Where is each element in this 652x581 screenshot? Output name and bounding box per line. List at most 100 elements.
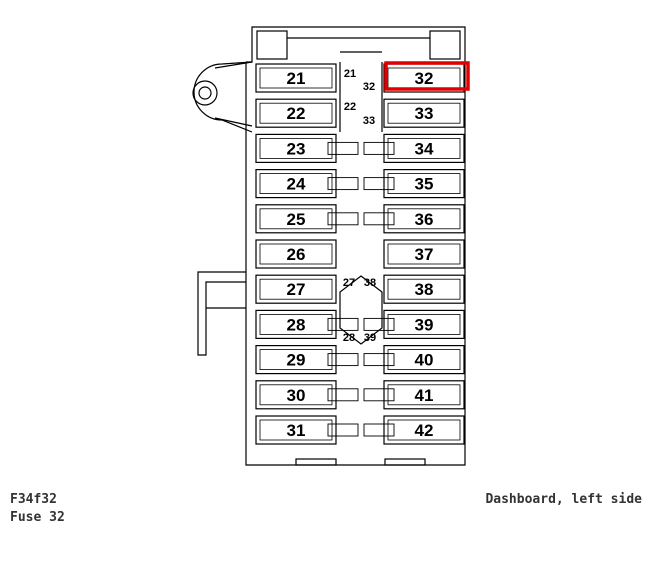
fuse-31: 31: [255, 415, 359, 445]
fuse-34-body: [383, 133, 465, 163]
centre-label-27: 27: [343, 277, 355, 289]
fuse-25: 25: [255, 204, 359, 234]
fuse-28: 28: [255, 309, 359, 339]
fuse-40-body: [383, 345, 465, 375]
fuse-21-inner: [259, 67, 333, 89]
centre-label-22: 22: [344, 101, 356, 113]
fuse-35: 35: [363, 169, 465, 199]
fuse-27-body: [255, 274, 337, 304]
fuse-36-inner: [387, 208, 461, 230]
fuse-40-inner: [387, 349, 461, 371]
fuse-24-body: [255, 169, 337, 199]
fuse-22: 22: [255, 98, 337, 128]
fuse-26-label: 26: [287, 245, 306, 264]
fuse-36-body: [383, 204, 465, 234]
fuse-29-body: [255, 345, 337, 375]
fuse-28-clip: [327, 317, 359, 331]
fuse-23-inner: [259, 137, 333, 159]
fuse-code-label: F34f32: [10, 492, 57, 507]
fuse-35-label: 35: [415, 175, 434, 194]
fuse-34: 34: [363, 133, 465, 163]
fuse-30-body: [255, 380, 337, 410]
fuse-29-clip: [327, 353, 359, 367]
fuse-36-clip: [363, 212, 395, 226]
fuse-29-inner: [259, 349, 333, 371]
centre-label-32: 32: [363, 81, 375, 93]
fuse-35-body: [383, 169, 465, 199]
fuse-36: 36: [363, 204, 465, 234]
fuse-23-label: 23: [287, 139, 306, 158]
fuse-22-body: [255, 98, 337, 128]
centre-label-21: 21: [344, 68, 356, 80]
fuse-21-body: [255, 63, 337, 93]
fuse-30-label: 30: [287, 386, 306, 405]
fuse-21: 21: [255, 63, 337, 93]
fuse-23: 23: [255, 133, 359, 163]
fuse-38-label: 38: [415, 280, 434, 299]
fuse-34-label: 34: [415, 139, 434, 158]
fuse-box-outline: [192, 26, 466, 466]
fuse-40-clip: [363, 353, 395, 367]
fuse-41-body: [383, 380, 465, 410]
fuse-33: 33: [383, 98, 465, 128]
fuse-33-inner: [387, 102, 461, 124]
fuse-30-inner: [259, 384, 333, 406]
fuse-34-clip: [363, 141, 395, 155]
fuse-42-clip: [363, 423, 395, 437]
fuse-41-label: 41: [415, 386, 434, 405]
fuse-26-body: [255, 239, 337, 269]
fuse-42-label: 42: [415, 421, 434, 440]
fuse-38-body: [383, 274, 465, 304]
fuse-28-inner: [259, 313, 333, 335]
fuse-42-inner: [387, 419, 461, 441]
fuse-23-clip: [327, 141, 359, 155]
fuse-24-inner: [259, 173, 333, 195]
fuse-37: 37: [383, 239, 465, 269]
fuse-28-body: [255, 309, 337, 339]
fuse-39-inner: [387, 313, 461, 335]
fuse-22-label: 22: [287, 104, 306, 123]
fuse-41: 41: [363, 380, 465, 410]
fuse-29: 29: [255, 345, 359, 375]
fuse-32-label: 32: [415, 69, 434, 88]
centre-label-28: 28: [343, 332, 355, 344]
fuse-37-inner: [387, 243, 461, 265]
fuse-33-label: 33: [415, 104, 434, 123]
fuse-layer: 2122232425262728293031323334353637383940…: [255, 61, 470, 445]
fuse-38-inner: [387, 278, 461, 300]
fuse-23-body: [255, 133, 337, 163]
fuse-42-body: [383, 415, 465, 445]
fuse-26-inner: [259, 243, 333, 265]
fuse-41-clip: [363, 388, 395, 402]
fuse-28-label: 28: [287, 315, 306, 334]
fuse-26: 26: [255, 239, 337, 269]
fuse-29-label: 29: [287, 351, 306, 370]
fuse-25-inner: [259, 208, 333, 230]
fuse-40-label: 40: [415, 351, 434, 370]
fuse-25-clip: [327, 212, 359, 226]
fuse-24: 24: [255, 169, 359, 199]
fuse-37-label: 37: [415, 245, 434, 264]
fuse-39-body: [383, 309, 465, 339]
fuse-25-label: 25: [287, 210, 306, 229]
fuse-22-inner: [259, 102, 333, 124]
highlight-frame: [384, 61, 470, 91]
fuse-33-body: [383, 98, 465, 128]
fuse-31-body: [255, 415, 337, 445]
centre-label-38: 38: [364, 277, 376, 289]
fuse-30-clip: [327, 388, 359, 402]
fuse-34-inner: [387, 137, 461, 159]
fuse-25-body: [255, 204, 337, 234]
fuse-30: 30: [255, 380, 359, 410]
fuse-31-inner: [259, 419, 333, 441]
fuse-31-label: 31: [287, 421, 306, 440]
fuse-39-clip: [363, 317, 395, 331]
fuse-32: 32: [383, 61, 470, 93]
fuse-38: 38: [383, 274, 465, 304]
location-label: Dashboard, left side: [485, 492, 642, 507]
fuse-name-label: Fuse 32: [10, 510, 65, 525]
fuse-21-label: 21: [287, 69, 306, 88]
fuse-31-clip: [327, 423, 359, 437]
